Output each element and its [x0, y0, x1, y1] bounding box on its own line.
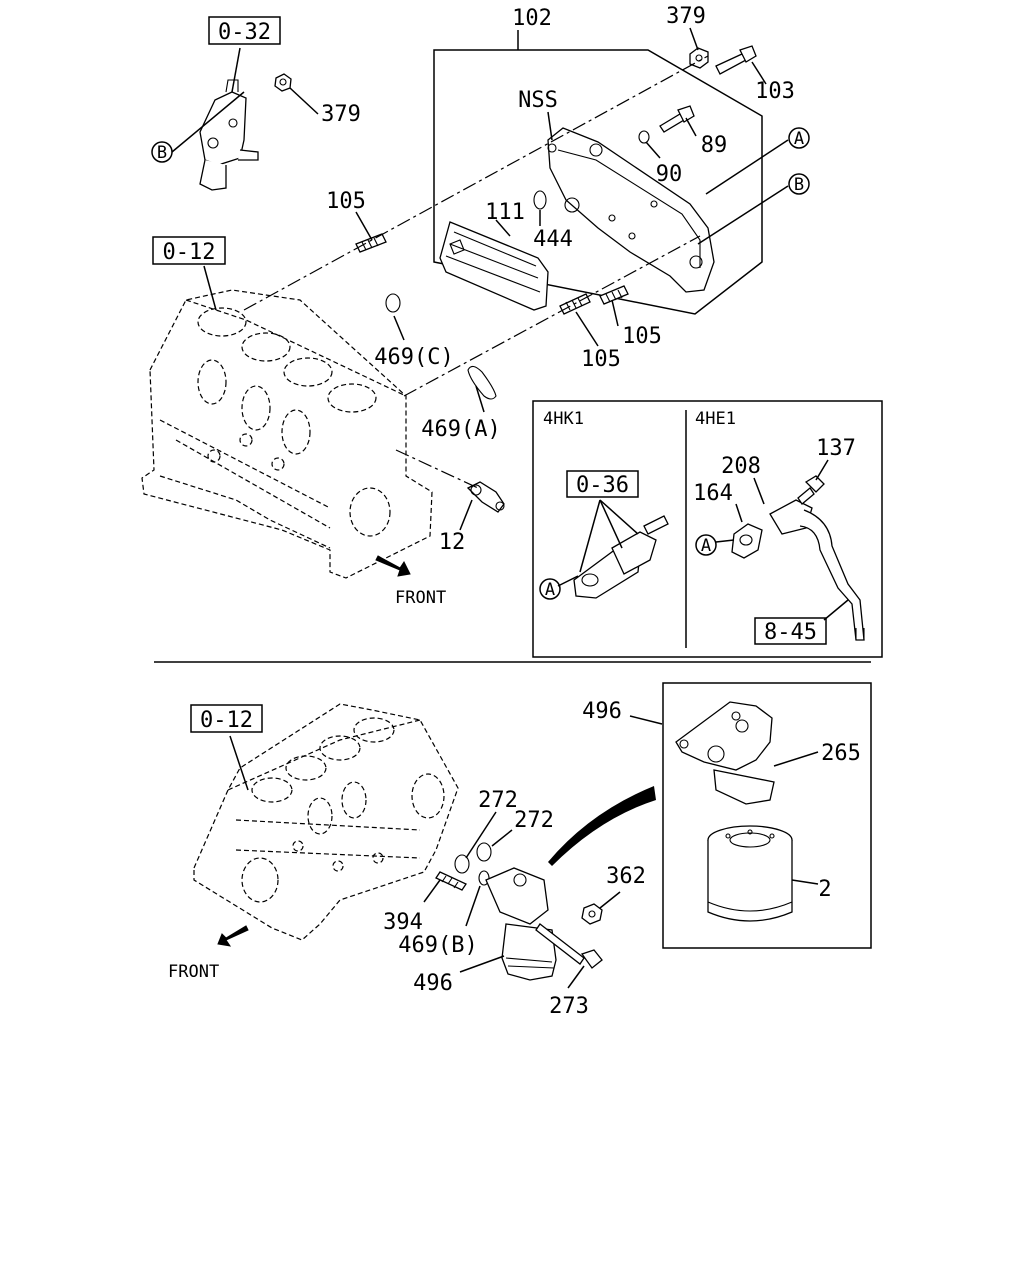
washer-90 — [638, 130, 650, 144]
bolt-273 — [535, 923, 603, 969]
stud-105-top — [355, 233, 387, 253]
leader-lines-inset — [557, 459, 849, 621]
bolt-89 — [659, 105, 695, 133]
callout-469b[interactable]: 469(B) — [398, 933, 477, 958]
marker-a-top: A — [794, 129, 804, 149]
ref-box-0-36 — [566, 470, 639, 498]
ref-box-8-45 — [754, 617, 827, 645]
ref-box-0-12-top — [152, 236, 226, 265]
callout-102[interactable]: 102 — [512, 6, 552, 31]
engine-variant-inset — [532, 400, 883, 658]
leader-lines-top — [171, 27, 789, 531]
bolt-103 — [715, 45, 757, 75]
pipe-flange-4hk1 — [611, 515, 669, 575]
filter-head-265 — [675, 701, 775, 805]
oil-filter-element-2 — [707, 825, 793, 922]
centerline-1 — [243, 55, 709, 311]
callout-273[interactable]: 273 — [549, 994, 589, 1019]
callout-379-top[interactable]: 379 — [666, 4, 706, 29]
oil-cooler-element — [439, 221, 549, 311]
cylinder-block-bottom — [193, 703, 459, 941]
ref-box-0-32 — [208, 16, 281, 45]
leader-lines-bottom — [229, 715, 819, 989]
front-label-bottom: FRONT — [168, 962, 219, 982]
gasket-164 — [731, 523, 763, 559]
callout-89[interactable]: 89 — [701, 133, 728, 158]
callout-nss[interactable]: NSS — [518, 88, 558, 113]
marker-b-left: B — [157, 143, 167, 163]
callout-379-left[interactable]: 379 — [321, 102, 361, 127]
callout-2[interactable]: 2 — [818, 877, 831, 902]
front-label-top: FRONT — [395, 588, 446, 608]
cylinder-block-top — [141, 289, 433, 579]
stud-105-right — [599, 285, 629, 305]
callout-394[interactable]: 394 — [383, 910, 423, 935]
callout-362[interactable]: 362 — [606, 864, 646, 889]
oil-cooler-case — [547, 127, 715, 293]
callout-469a[interactable]: 469(A) — [421, 417, 500, 442]
centerline-3 — [395, 449, 479, 489]
o-ring-469c — [385, 293, 401, 313]
detail-zoom-wedge — [548, 786, 656, 866]
callout-12[interactable]: 12 — [439, 530, 466, 555]
filter-detail-box — [662, 682, 872, 949]
marker-b-right-circle — [788, 173, 810, 195]
callout-272-b[interactable]: 272 — [514, 808, 554, 833]
engine-label-4hk1: 4HK1 — [543, 409, 584, 429]
callout-137[interactable]: 137 — [816, 436, 856, 461]
water-outlet-assembly — [199, 79, 259, 191]
gasket-469a — [467, 365, 497, 400]
marker-b-right: B — [794, 175, 804, 195]
callout-103[interactable]: 103 — [755, 79, 795, 104]
callout-265[interactable]: 265 — [821, 741, 861, 766]
oil-cooler-group-frame — [433, 49, 763, 315]
callout-164[interactable]: 164 — [693, 481, 733, 506]
o-ring-272-b — [476, 842, 492, 862]
callout-105-low[interactable]: 105 — [581, 347, 621, 372]
ref-0-32[interactable]: 0-32 — [218, 20, 271, 45]
pipe-208 — [769, 499, 865, 641]
callout-90[interactable]: 90 — [656, 162, 683, 187]
o-ring-469b — [478, 870, 490, 886]
callout-208[interactable]: 208 — [721, 454, 761, 479]
ref-8-45[interactable]: 8-45 — [764, 620, 817, 645]
ref-0-12-top[interactable]: 0-12 — [163, 240, 216, 265]
ref-0-36[interactable]: 0-36 — [576, 473, 629, 498]
bolt-137 — [797, 475, 825, 505]
stud-394 — [435, 871, 467, 891]
callout-469c[interactable]: 469(C) — [374, 345, 453, 370]
oil-pressure-switch-12 — [466, 481, 505, 513]
marker-a-4hk1: A — [545, 580, 555, 600]
marker-a-4hk1-circle — [539, 578, 561, 600]
ref-box-0-12-bottom — [190, 704, 263, 733]
marker-a-4he1: A — [701, 536, 711, 556]
o-ring-272-a — [454, 854, 470, 874]
nut-362 — [581, 903, 603, 925]
callout-444[interactable]: 444 — [533, 227, 573, 252]
front-arrow-top — [375, 555, 411, 577]
nut-379-left — [274, 73, 292, 92]
o-ring-444 — [533, 190, 547, 210]
engine-label-4he1: 4HE1 — [695, 409, 736, 429]
callout-105-top[interactable]: 105 — [326, 189, 366, 214]
callout-105-mid[interactable]: 105 — [622, 324, 662, 349]
oil-filter-assembly-496 — [485, 867, 557, 981]
marker-b-left-circle — [151, 141, 173, 163]
marker-a-4he1-circle — [695, 534, 717, 556]
callout-496-bottom[interactable]: 496 — [413, 971, 453, 996]
callout-272-a[interactable]: 272 — [478, 788, 518, 813]
callout-496-top[interactable]: 496 — [582, 699, 622, 724]
centerline-2 — [403, 235, 701, 397]
callout-111[interactable]: 111 — [485, 200, 525, 225]
marker-a-top-circle — [788, 127, 810, 149]
front-arrow-bottom — [217, 925, 249, 947]
ref-0-12-bottom[interactable]: 0-12 — [200, 708, 253, 733]
